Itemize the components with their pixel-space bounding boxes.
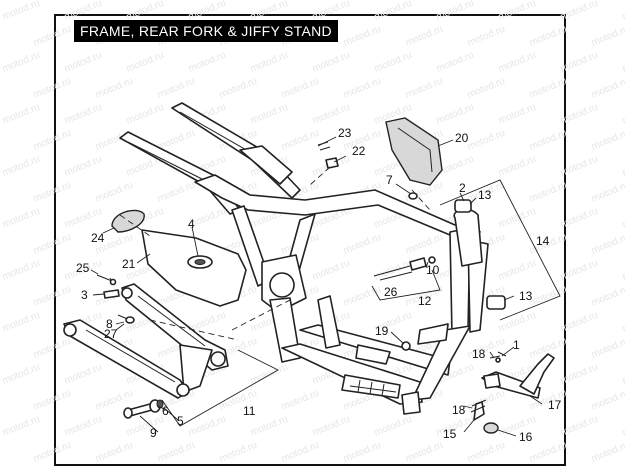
callout-20: 20 — [455, 131, 469, 145]
steering-bearing-top — [454, 199, 472, 213]
callout-27: 27 — [104, 327, 118, 341]
clip — [325, 157, 339, 169]
callout-10: 10 — [426, 263, 440, 277]
callout-18-top: 18 — [472, 347, 486, 361]
stand-bumper — [483, 422, 499, 434]
cover-cap — [111, 209, 145, 233]
rear-fork — [63, 283, 229, 399]
bracket-11 — [161, 349, 279, 427]
diagram-title: FRAME, REAR FORK & JIFFY STAND — [80, 23, 332, 39]
callout-11: 11 — [243, 404, 256, 418]
stop-screws — [373, 265, 413, 281]
callout-19: 19 — [375, 324, 389, 338]
callout-18-bottom: 18 — [452, 403, 466, 417]
jiffy-stand — [470, 353, 555, 434]
callout-25: 25 — [76, 261, 90, 275]
callout-13-bottom: 13 — [519, 289, 533, 303]
top-cover — [385, 117, 443, 186]
callout-24: 24 — [91, 231, 105, 245]
title-bar — [74, 20, 338, 42]
callout-7: 7 — [386, 173, 393, 187]
callout-1: 1 — [513, 338, 520, 352]
callout-13-top: 13 — [478, 188, 492, 202]
callout-21: 21 — [122, 257, 136, 271]
callout-12: 12 — [418, 294, 432, 308]
callout-9: 9 — [150, 426, 157, 440]
callout-23: 23 — [338, 126, 352, 140]
callout-3: 3 — [81, 288, 88, 302]
callout-22: 22 — [352, 144, 366, 158]
steering-bearing-bottom — [486, 295, 506, 310]
callout-14: 14 — [536, 234, 550, 248]
bracket-12 — [371, 269, 441, 301]
main-frame — [194, 174, 489, 415]
callout-2: 2 — [459, 181, 466, 195]
grommet — [408, 192, 418, 200]
callout-16: 16 — [519, 430, 533, 444]
callout-17: 17 — [548, 398, 562, 412]
callout-4: 4 — [188, 217, 195, 231]
callout-5: 5 — [177, 414, 184, 428]
callout-26: 26 — [384, 285, 398, 299]
bracket-14 — [439, 179, 561, 321]
callout-15: 15 — [443, 427, 457, 441]
callout-6: 6 — [162, 404, 169, 418]
callout-8: 8 — [106, 317, 113, 331]
